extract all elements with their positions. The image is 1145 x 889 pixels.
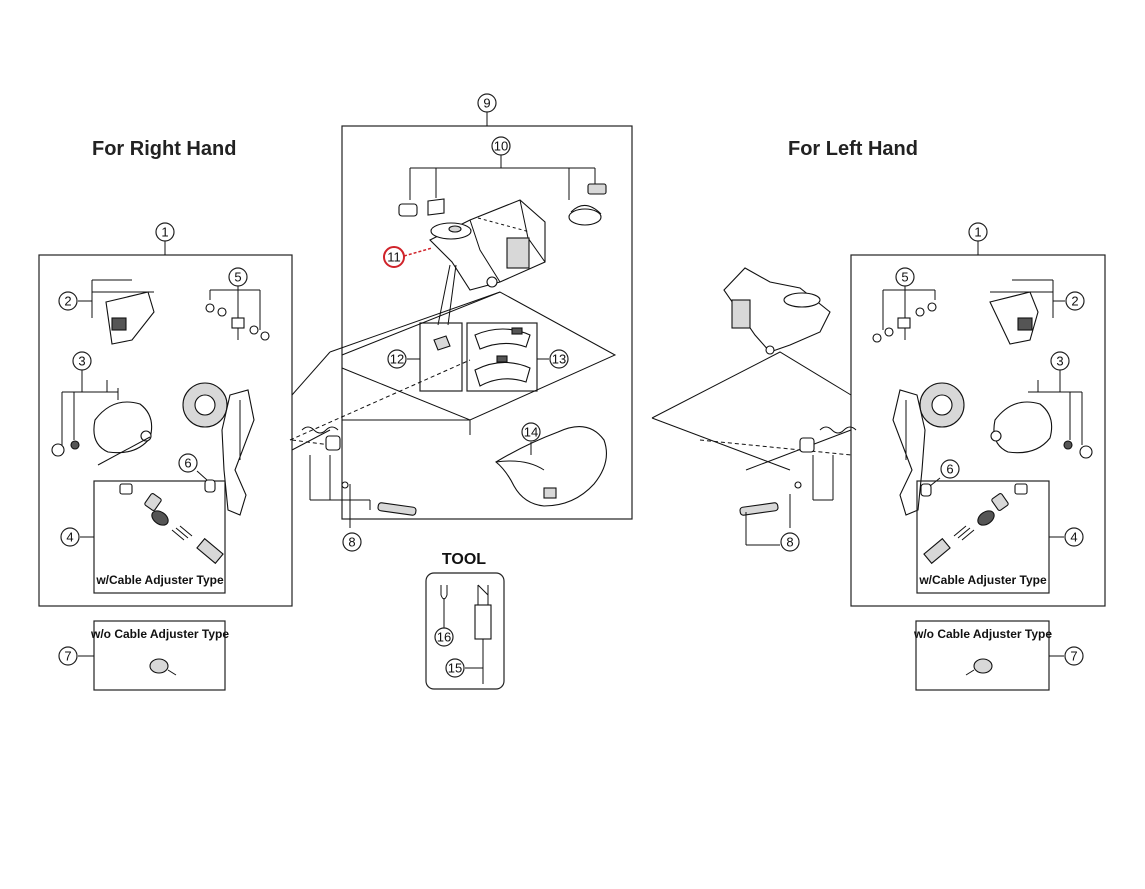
svg-text:8: 8 — [348, 535, 355, 550]
part-13-box — [466, 322, 538, 392]
callout-l5: 5 — [895, 267, 915, 287]
callout-r8: 8 — [342, 532, 362, 552]
svg-text:7: 7 — [1070, 649, 1077, 664]
right-with-adjuster-caption: w/Cable Adjuster Type — [95, 573, 224, 587]
callout-r6: 6 — [178, 453, 198, 473]
svg-text:16: 16 — [437, 630, 451, 645]
right-hand-group: w/Cable Adjuster Type w/o Cable Adjus — [38, 241, 293, 691]
callout-9: 9 — [477, 93, 497, 113]
right-spring-parts — [289, 351, 471, 528]
svg-text:2: 2 — [1071, 294, 1078, 309]
left-hand-group: w/Cable Adjuster Type w/o Cable Adjuster… — [850, 241, 1106, 691]
svg-text:5: 5 — [234, 270, 241, 285]
svg-text:5: 5 — [901, 270, 908, 285]
callout-l7: 7 — [1064, 646, 1084, 666]
callout-r5: 5 — [228, 267, 248, 287]
callout-15: 15 — [445, 658, 465, 678]
callout-r4: 4 — [60, 527, 80, 547]
callout-14: 14 — [521, 422, 541, 442]
callout-13: 13 — [549, 349, 569, 369]
svg-text:4: 4 — [1070, 530, 1077, 545]
svg-text:8: 8 — [786, 535, 793, 550]
svg-text:12: 12 — [390, 352, 404, 367]
left-hand-box — [850, 254, 1106, 607]
tool-heading: TOOL — [442, 551, 486, 568]
callout-r2: 2 — [58, 291, 78, 311]
callout-l8: 8 — [780, 532, 800, 552]
callout-10: 10 — [491, 136, 511, 156]
callout-r1: 1 — [155, 222, 175, 242]
left-with-adjuster-caption: w/Cable Adjuster Type — [918, 573, 1047, 587]
callout-l6: 6 — [940, 459, 960, 479]
tool-box — [425, 572, 505, 690]
svg-text:6: 6 — [184, 456, 191, 471]
right-hand-box — [38, 254, 293, 607]
callout-11: 11 — [383, 246, 405, 268]
svg-text:11: 11 — [387, 250, 401, 265]
left-hand-heading: For Left Hand — [788, 138, 918, 160]
callout-l3: 3 — [1050, 351, 1070, 371]
svg-text:3: 3 — [1056, 354, 1063, 369]
svg-text:6: 6 — [946, 462, 953, 477]
callout-l2: 2 — [1065, 291, 1085, 311]
svg-text:7: 7 — [64, 649, 71, 664]
svg-text:3: 3 — [78, 354, 85, 369]
svg-text:15: 15 — [448, 661, 462, 676]
callout-r3: 3 — [72, 351, 92, 371]
left-without-adjuster-caption: w/o Cable Adjuster Type — [913, 627, 1052, 641]
callouts: 9 10 11 12 13 14 16 15 1 2 3 4 5 6 7 8 1… — [58, 93, 1085, 678]
callout-l4: 4 — [1064, 527, 1084, 547]
svg-text:2: 2 — [64, 294, 71, 309]
left-spring-parts — [651, 267, 857, 546]
svg-text:13: 13 — [552, 352, 566, 367]
svg-text:9: 9 — [483, 96, 490, 111]
callout-12: 12 — [387, 349, 407, 369]
svg-text:1: 1 — [974, 225, 981, 240]
right-hand-heading: For Right Hand — [92, 138, 237, 160]
callout-r7: 7 — [58, 646, 78, 666]
callout-16: 16 — [434, 627, 454, 647]
svg-text:14: 14 — [524, 425, 538, 440]
svg-text:10: 10 — [494, 139, 508, 154]
callout-l1: 1 — [968, 222, 988, 242]
svg-text:4: 4 — [66, 530, 73, 545]
right-without-adjuster-caption: w/o Cable Adjuster Type — [90, 627, 229, 641]
bracket-group — [329, 112, 633, 520]
part-12-box — [419, 322, 463, 392]
svg-text:1: 1 — [161, 225, 168, 240]
tool-group: TOOL — [425, 551, 505, 690]
